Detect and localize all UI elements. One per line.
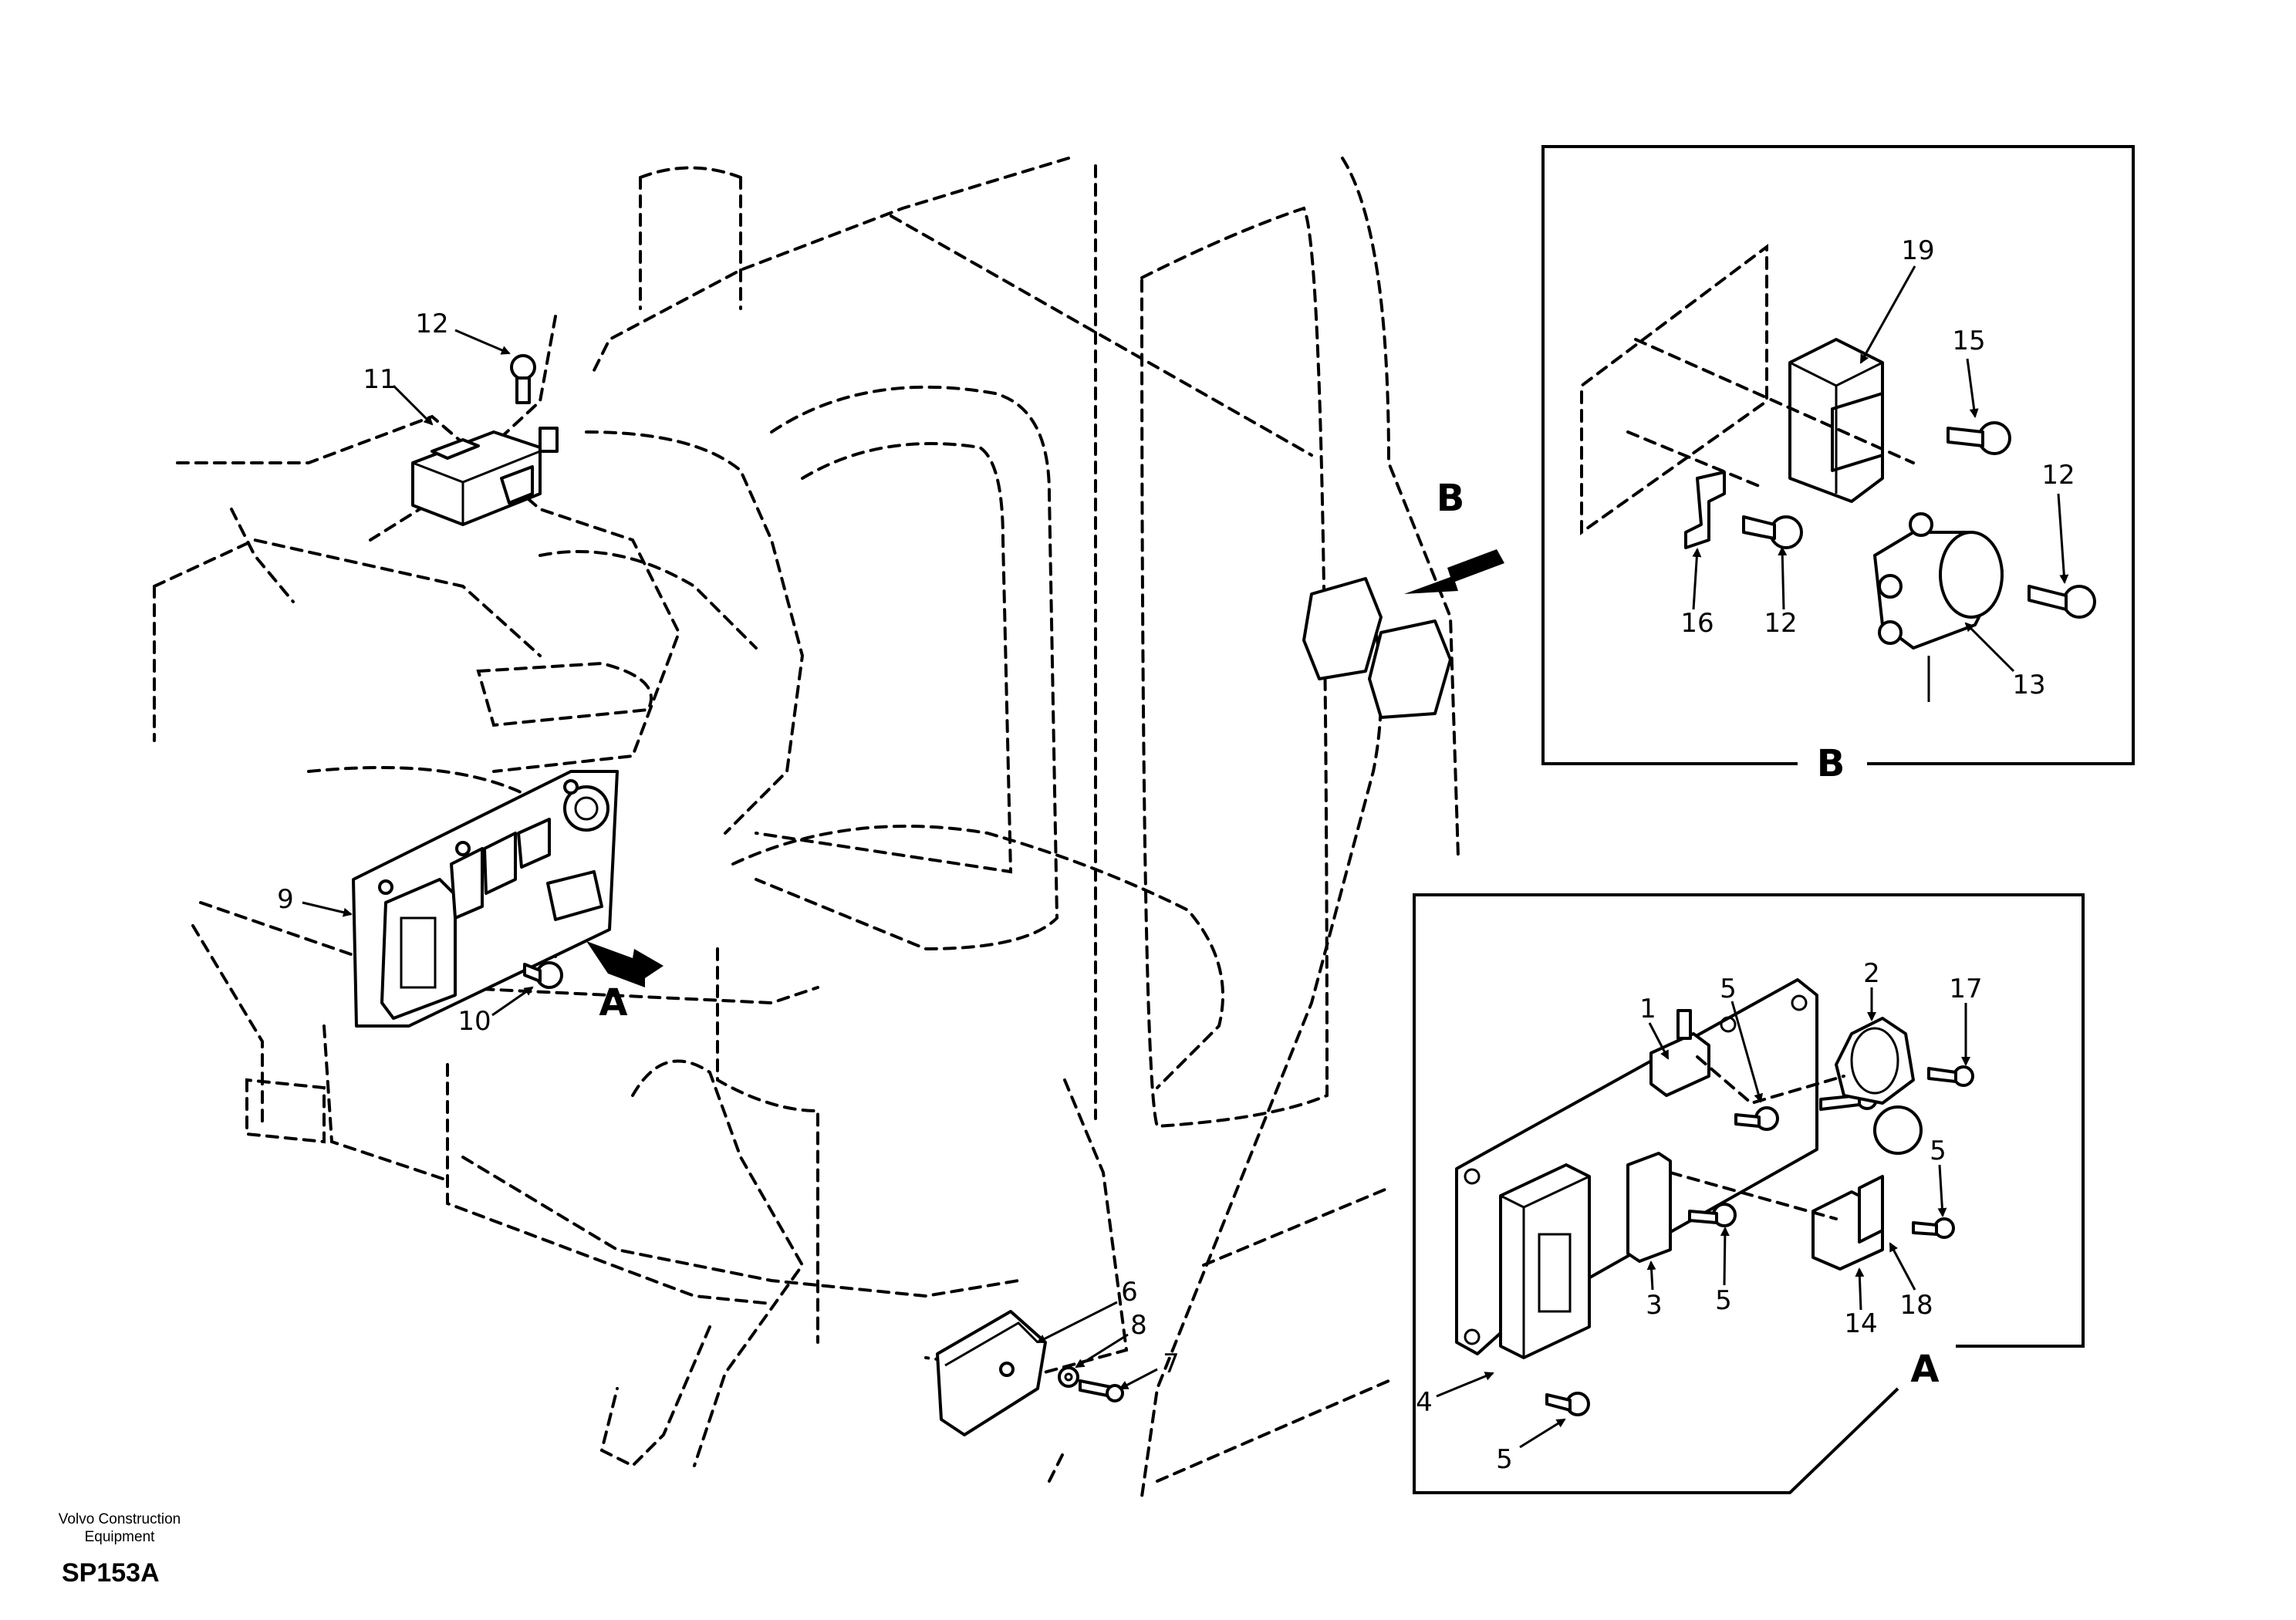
- location-b-marker: [1302, 577, 1452, 719]
- screw-12-main: [510, 354, 536, 404]
- view-label-b-main: B: [1437, 477, 1465, 520]
- callout-2: 2: [1863, 958, 1880, 989]
- callout-1: 1: [1639, 994, 1656, 1024]
- callout-19: 19: [1901, 235, 1934, 266]
- detail-a-parts: [1455, 978, 1974, 1416]
- screw-7: [1079, 1379, 1124, 1402]
- callout-4: 4: [1416, 1387, 1433, 1418]
- callout-5-a-right: 5: [1930, 1136, 1947, 1166]
- callout-12-b-left: 12: [1764, 608, 1797, 639]
- callout-16: 16: [1680, 608, 1714, 639]
- leaders-main: [302, 329, 1158, 1390]
- callout-14: 14: [1844, 1308, 1877, 1339]
- callout-9: 9: [277, 884, 294, 915]
- cover-6: [936, 1310, 1047, 1436]
- callout-5-a-top: 5: [1720, 974, 1737, 1004]
- cab-outline: [153, 157, 1460, 1498]
- callout-18: 18: [1899, 1290, 1933, 1321]
- detail-b-frame: [1541, 145, 2135, 765]
- callout-10: 10: [458, 1006, 491, 1037]
- relay-11: [411, 427, 559, 526]
- control-panel-9: [352, 770, 619, 1028]
- detail-b-parts: [1580, 244, 2096, 702]
- washer-8: [1058, 1366, 1079, 1388]
- view-label-a-detail: A: [1910, 1348, 1939, 1391]
- callout-5-a-mid: 5: [1715, 1285, 1732, 1316]
- brand-caption: Volvo Construction Equipment: [31, 1510, 208, 1546]
- view-label-b-detail: B: [1817, 742, 1845, 785]
- callout-3: 3: [1646, 1290, 1663, 1321]
- view-arrow-b: [1404, 549, 1504, 594]
- brand-line-2: Equipment: [84, 1529, 155, 1545]
- callout-8: 8: [1130, 1310, 1147, 1341]
- callout-7: 7: [1163, 1348, 1180, 1379]
- leaders-b: [1692, 265, 2069, 673]
- callout-17: 17: [1949, 974, 1982, 1004]
- callout-15: 15: [1952, 326, 1985, 356]
- callout-6: 6: [1121, 1277, 1138, 1308]
- callout-13: 13: [2012, 670, 2045, 700]
- brand-line-1: Volvo Construction: [58, 1511, 181, 1527]
- callout-12-b-right: 12: [2041, 460, 2075, 491]
- detail-a-frame: [1413, 893, 2085, 1494]
- callout-12: 12: [415, 309, 448, 339]
- view-arrow-a: [586, 941, 663, 987]
- drawing-code: SP153A: [62, 1558, 160, 1588]
- view-label-a-main: A: [599, 981, 627, 1024]
- callout-11: 11: [363, 364, 396, 395]
- screw-10: [523, 961, 563, 989]
- leaders-a: [1436, 987, 1970, 1449]
- callout-5-a-bottom: 5: [1496, 1444, 1513, 1475]
